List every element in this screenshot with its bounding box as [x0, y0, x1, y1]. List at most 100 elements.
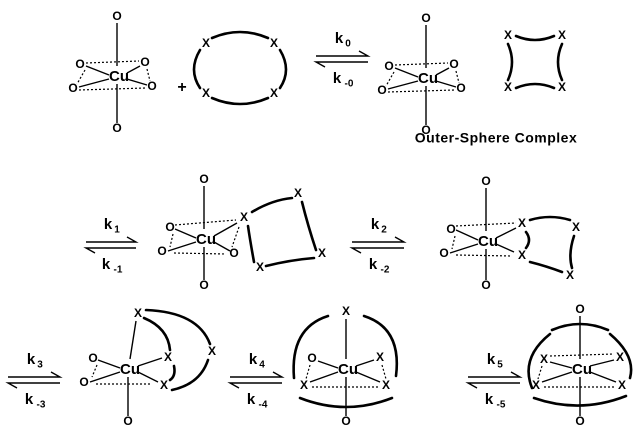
- reverse-arrow: [5, 382, 60, 389]
- oxygen-atom: O: [147, 79, 156, 93]
- reverse-rate-constant: k: [485, 391, 494, 408]
- metal-donor-bond: [549, 361, 573, 369]
- ring-arc: [142, 316, 172, 352]
- oxygen-atom: O: [229, 246, 238, 260]
- copper-atom: Cu: [338, 361, 358, 378]
- forward-arrow: [230, 371, 285, 378]
- ring-arc: [210, 96, 270, 106]
- copper-atom: Cu: [418, 70, 438, 87]
- donor-atom-x: X: [572, 220, 580, 234]
- outer-sphere-caption: Outer-Sphere Complex: [415, 130, 577, 146]
- equatorial-plane-edge: [455, 254, 513, 257]
- equatorial-plane-edge: [394, 62, 449, 66]
- reverse-rate-constant: k: [369, 256, 378, 273]
- ring-arc: [514, 34, 556, 42]
- reverse-arrow: [349, 247, 404, 254]
- oxygen-atom: O: [199, 172, 208, 186]
- metal-donor-bond: [495, 243, 515, 253]
- reverse-arrow: [465, 382, 520, 389]
- reverse-rate-subscript: -0: [345, 79, 354, 90]
- donor-atom-x: X: [558, 80, 566, 94]
- reverse-rate-subscript: -2: [381, 265, 390, 276]
- donor-atom-x: X: [202, 86, 210, 100]
- donor-atom-x: X: [518, 248, 526, 262]
- donor-atom-x: X: [618, 378, 626, 392]
- equatorial-plane-edge: [78, 87, 147, 91]
- equatorial-bond: [317, 360, 339, 369]
- ring-arc: [362, 314, 399, 378]
- equatorial-bond: [97, 359, 121, 369]
- equatorial-plane-edge: [305, 364, 311, 380]
- forward-rate-subscript: 2: [381, 225, 387, 236]
- oxygen-atom: O: [88, 351, 97, 365]
- donor-atom-x: X: [134, 306, 142, 320]
- metal-donor-bond: [495, 227, 517, 239]
- oxygen-atom: O: [384, 59, 393, 73]
- equatorial-bond: [435, 67, 450, 76]
- equatorial-bond: [167, 241, 197, 252]
- oxygen-atom: O: [140, 55, 149, 69]
- outer-sphere-caption: Outer-Sphere Complex: [415, 130, 577, 146]
- oxygen-atom: O: [481, 174, 490, 188]
- ring-arc: [514, 82, 556, 90]
- ring-arc: [292, 314, 330, 380]
- donor-atom-x: X: [240, 210, 248, 224]
- copper-atom: Cu: [120, 361, 140, 378]
- donor-atom-x: X: [160, 378, 168, 392]
- ring-arc: [250, 196, 294, 214]
- oxygen-atom: O: [123, 414, 132, 428]
- oxygen-atom: O: [75, 57, 84, 71]
- donor-atom-x: X: [342, 304, 350, 318]
- oxygen-atom: O: [456, 81, 465, 95]
- equatorial-plane-edge: [231, 226, 240, 248]
- equatorial-plane-edge: [174, 219, 237, 226]
- oxygen-atom: O: [446, 222, 455, 236]
- equatorial-bond: [387, 80, 419, 90]
- donor-atom-x: X: [532, 378, 540, 392]
- reverse-arrow: [83, 247, 136, 254]
- equatorial-bond: [449, 243, 479, 254]
- equatorial-plane-edge: [76, 69, 86, 85]
- ring-arc: [192, 48, 202, 90]
- oxygen-atom: O: [165, 220, 174, 234]
- equatorial-bond: [126, 65, 141, 74]
- equatorial-bond: [85, 65, 110, 76]
- plus-sign: +: [177, 79, 186, 96]
- ring-arc: [569, 234, 576, 270]
- donor-atom-x: X: [270, 36, 278, 50]
- metal-donor-bond: [137, 371, 159, 383]
- forward-rate-constant: k: [487, 351, 496, 368]
- ring-arc: [210, 30, 270, 40]
- forward-arrow: [352, 236, 407, 243]
- metal-donor-bond: [589, 371, 617, 383]
- reverse-rate-subscript: -4: [259, 400, 268, 411]
- oxygen-atom: O: [377, 83, 386, 97]
- oxygen-atom: O: [421, 11, 430, 25]
- ring-arc: [168, 364, 176, 382]
- ring-arc: [264, 256, 316, 268]
- ring-arc: [528, 215, 572, 222]
- equatorial-bond: [213, 241, 231, 252]
- forward-rate-constant: k: [371, 216, 380, 233]
- copper-atom: Cu: [572, 361, 592, 378]
- ring-arc: [144, 308, 212, 346]
- donor-atom-x: X: [270, 86, 278, 100]
- forward-arrow: [316, 50, 371, 57]
- equatorial-bond: [394, 67, 419, 78]
- copper-atom: Cu: [478, 233, 498, 250]
- equatorial-plane-edge: [451, 235, 456, 250]
- forward-rate-constant: k: [249, 351, 258, 368]
- equatorial-bond: [78, 78, 110, 88]
- metal-donor-bond: [309, 371, 339, 383]
- plus-sign: +: [177, 79, 186, 96]
- equatorial-bond: [435, 80, 457, 88]
- oxygen-atom: O: [421, 123, 430, 137]
- copper-atom: Cu: [109, 68, 129, 85]
- ring-arc: [608, 332, 633, 380]
- donor-atom-x: X: [566, 268, 574, 282]
